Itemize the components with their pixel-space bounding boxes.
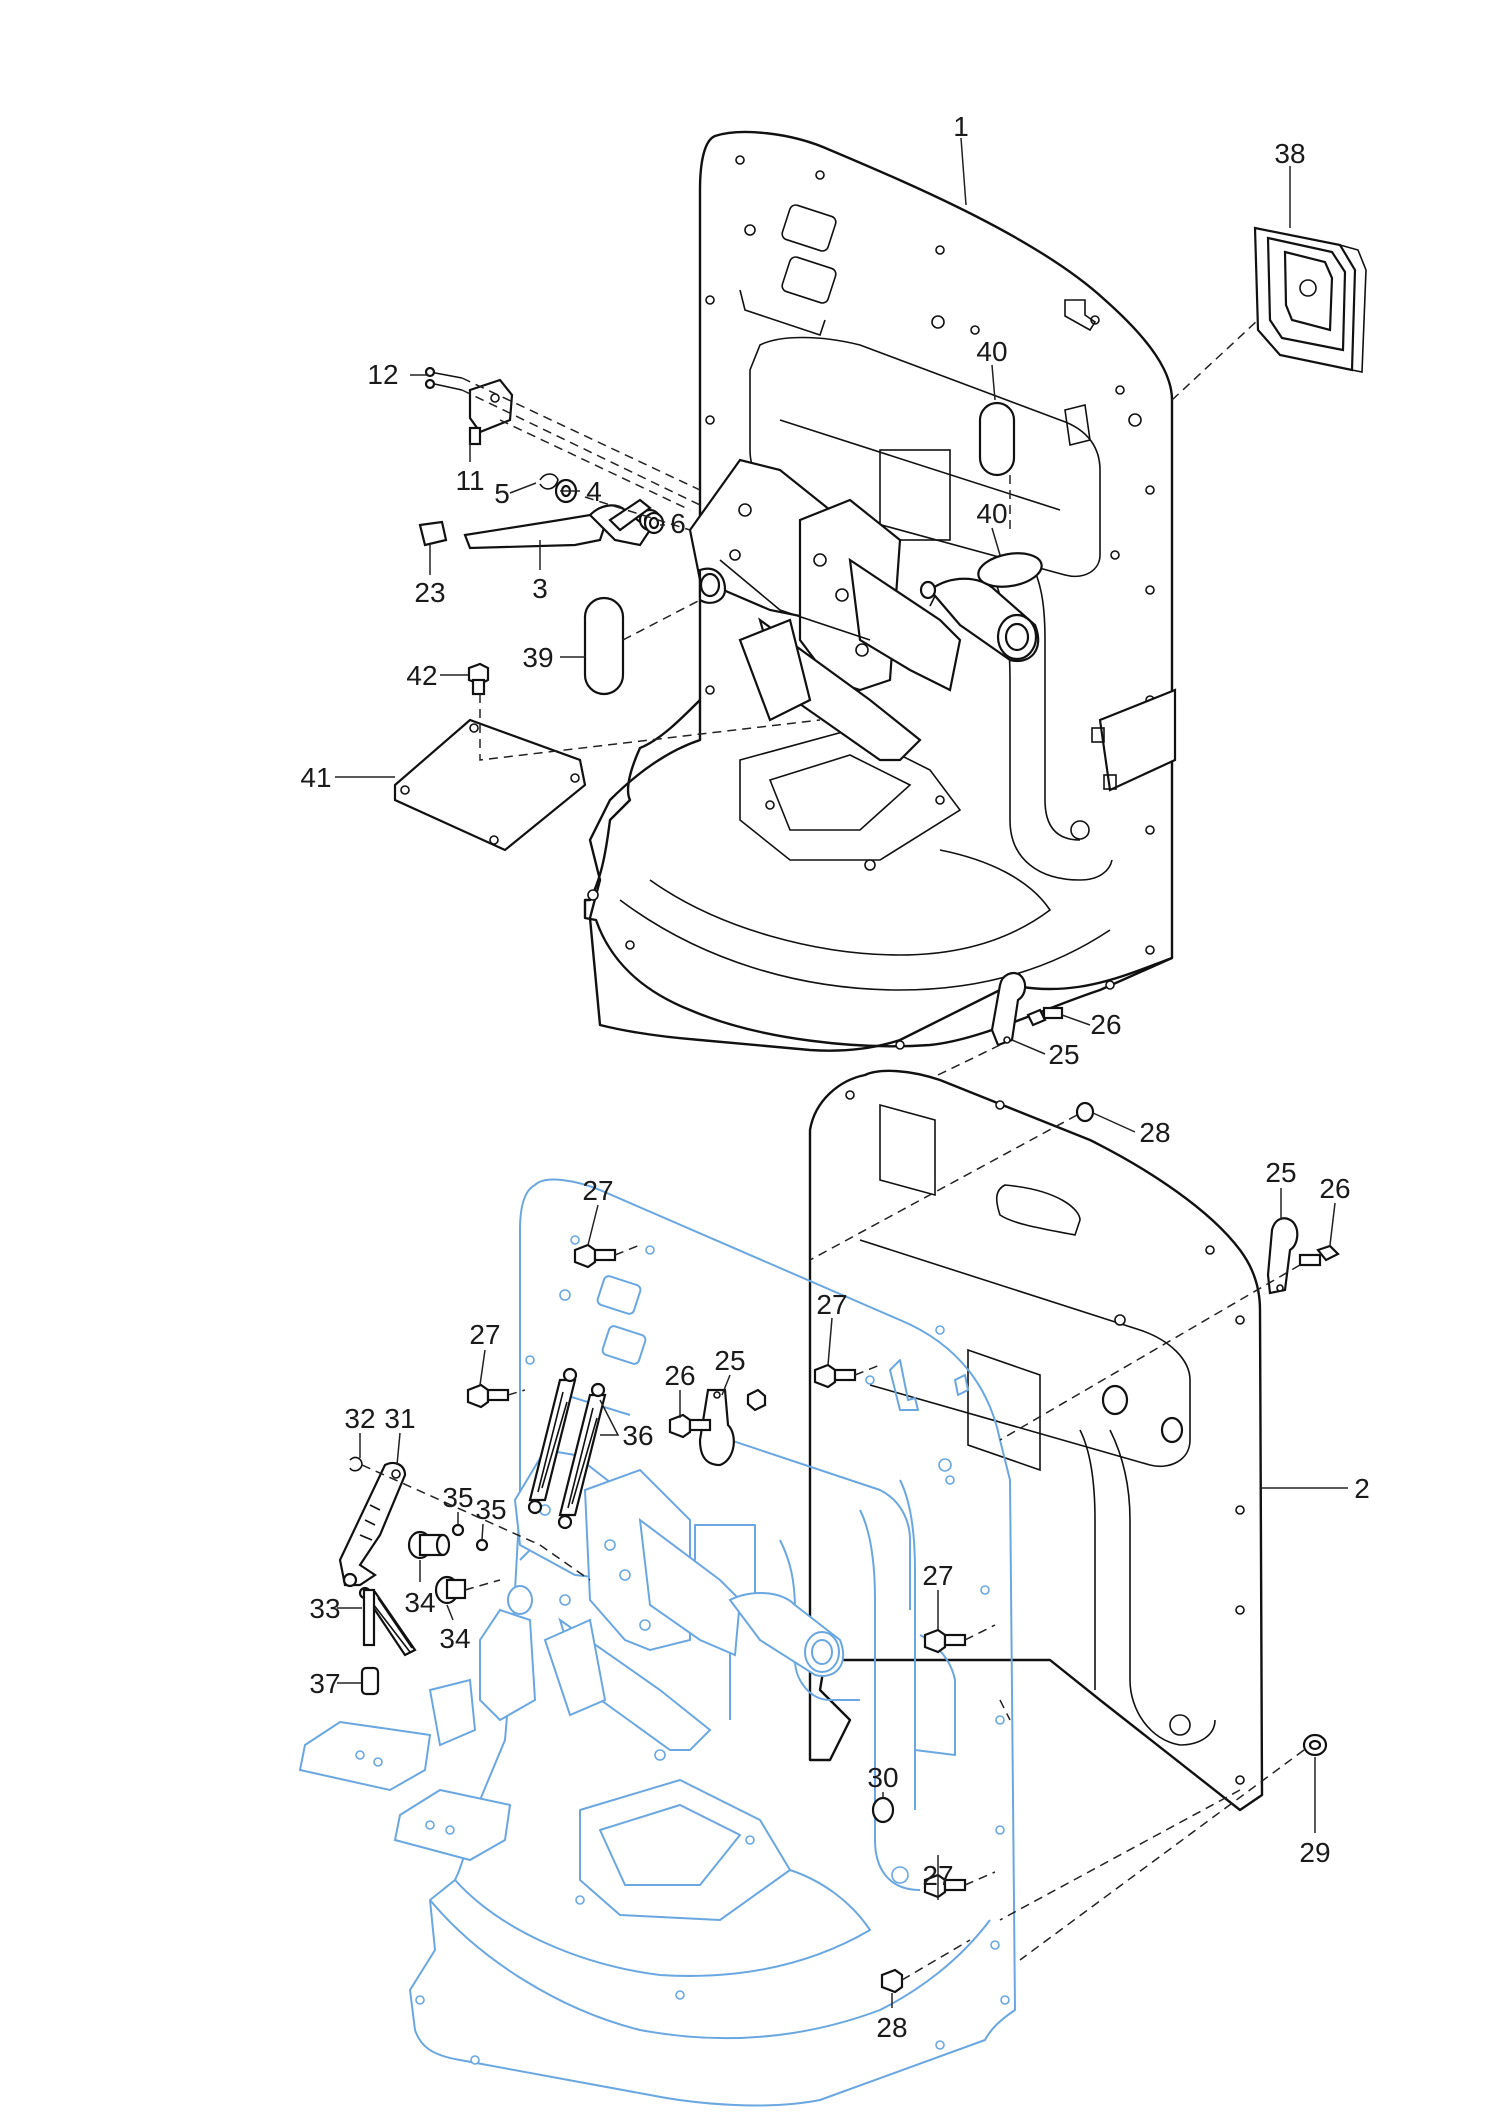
callout-39: 39 <box>522 642 553 673</box>
callout-38: 38 <box>1274 138 1305 169</box>
callout-35-left: 35 <box>442 1482 473 1513</box>
part-42-bolt <box>467 662 490 696</box>
callout-6: 6 <box>670 508 686 539</box>
callout-41: 41 <box>300 762 331 793</box>
part-31-ratchet-lever <box>338 1461 407 1588</box>
callout-28-upper: 28 <box>1139 1117 1170 1148</box>
part-23-pedal-pad <box>418 520 448 547</box>
callout-26-right: 26 <box>1319 1173 1350 1204</box>
part-11-switch <box>468 378 514 446</box>
callout-26-lower: 26 <box>664 1360 695 1391</box>
lower-part-25-26-clips <box>668 1217 1340 1467</box>
upper-frame-panel <box>583 130 1177 1052</box>
callout-27-right-mid: 27 <box>922 1560 953 1591</box>
callout-4: 4 <box>586 476 602 507</box>
upper-part-25-26-clip <box>990 971 1064 1047</box>
part-40-oval-covers <box>977 401 1043 588</box>
callout-40-lower: 40 <box>976 498 1007 529</box>
callout-33: 33 <box>309 1593 340 1624</box>
part-39-oval-cover <box>583 596 625 696</box>
callout-5: 5 <box>494 478 510 509</box>
callout-3: 3 <box>532 573 548 604</box>
callout-25-lower: 25 <box>714 1345 745 1376</box>
callout-25-right: 25 <box>1265 1157 1296 1188</box>
part-12-screws <box>424 366 463 391</box>
callout-34-lower: 34 <box>439 1623 470 1654</box>
callout-35-right: 35 <box>475 1494 506 1525</box>
callout-32: 32 <box>344 1403 375 1434</box>
callout-34-upper: 34 <box>404 1587 435 1618</box>
callout-labels: 1 38 12 40 11 5 4 6 40 23 3 39 42 41 26 … <box>300 111 1369 2043</box>
callout-12: 12 <box>367 359 398 390</box>
callout-leaders <box>335 137 1348 2008</box>
callout-28-lower: 28 <box>876 2012 907 2043</box>
part-34-35-spacers <box>407 1523 489 1605</box>
callout-1: 1 <box>953 111 969 142</box>
callout-29: 29 <box>1299 1837 1330 1868</box>
callout-27-left: 27 <box>469 1319 500 1350</box>
lower-back-panel <box>808 1069 1264 1812</box>
callout-37: 37 <box>309 1668 340 1699</box>
part-37-rod-cap <box>360 1588 380 1696</box>
callout-42: 42 <box>406 660 437 691</box>
callout-40-upper: 40 <box>976 336 1007 367</box>
callout-11: 11 <box>455 465 484 496</box>
part-36-springs <box>527 1367 607 1530</box>
part-32-clip <box>349 1456 363 1472</box>
lower-highlighted-frame <box>409 1178 1016 2107</box>
callout-27-bottom: 27 <box>922 1860 953 1891</box>
callout-2: 2 <box>1354 1473 1370 1504</box>
callout-36: 36 <box>622 1420 653 1451</box>
upper-assembly-lines <box>461 319 1259 761</box>
lower-assembly-lines <box>361 1044 1305 1981</box>
part-41-cover-plate <box>393 718 587 852</box>
callout-25-upper: 25 <box>1048 1039 1079 1070</box>
callout-27-top: 27 <box>582 1175 613 1206</box>
callout-31: 31 <box>384 1403 415 1434</box>
part-38-cover <box>1253 226 1367 373</box>
callout-27-center: 27 <box>816 1289 847 1320</box>
callout-23: 23 <box>414 577 445 608</box>
callout-26-upper: 26 <box>1090 1009 1121 1040</box>
parts-28-29-30 <box>871 1101 1328 1994</box>
upper-pedal-bracket <box>688 458 1040 762</box>
callout-30: 30 <box>867 1762 898 1793</box>
